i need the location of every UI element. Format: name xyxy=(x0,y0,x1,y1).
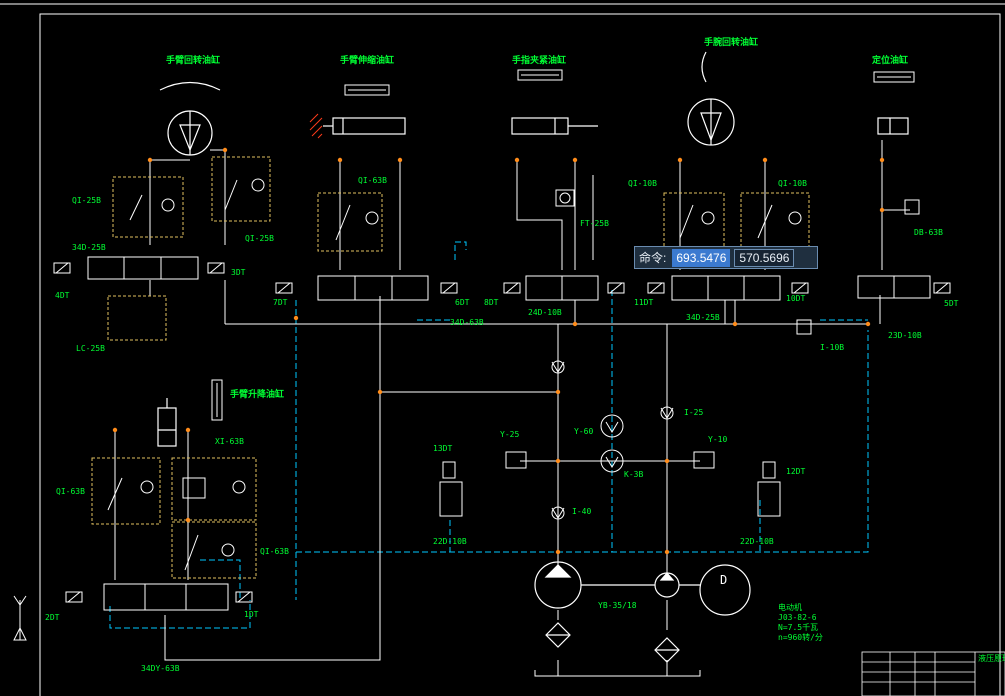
title-block-grid xyxy=(861,651,1005,696)
title-finger-clamp-cylinder: 手指夹紧油缸 xyxy=(512,56,567,66)
label-db63b: DB-63B xyxy=(914,228,943,237)
label-qi63b-mid: QI-63B xyxy=(260,547,289,556)
label-qi10b-b: QI-10B xyxy=(778,179,807,188)
label-5dt: 5DT xyxy=(944,299,959,308)
y-coordinate-input[interactable]: 570.5696 xyxy=(734,248,795,267)
label-22d10b-b: 22D-10B xyxy=(740,537,774,546)
title-arm-extend-cylinder: 手臂伸缩油缸 xyxy=(340,56,395,66)
wall-hatch xyxy=(309,113,323,139)
label-y60: Y-60 xyxy=(574,427,594,436)
label-10dt: 10DT xyxy=(786,294,806,303)
label-7dt: 7DT xyxy=(273,298,288,307)
label-12dt: 12DT xyxy=(786,467,806,476)
label-23d10b: 23D-10B xyxy=(888,331,922,340)
drawing-border xyxy=(0,3,1005,696)
label-24d10b: 24D-10B xyxy=(528,308,562,317)
label-lc25b: LC-25B xyxy=(76,344,105,353)
edge-symbols xyxy=(13,595,27,641)
valve-boxes xyxy=(91,156,810,579)
command-prompt: 命令: xyxy=(639,251,667,265)
label-qi25b-a: QI-25B xyxy=(72,196,101,205)
label-motor-d: D xyxy=(720,573,728,587)
label-qi25b-b: QI-25B xyxy=(245,234,274,243)
label-34d63b: 34D-63B xyxy=(450,318,484,327)
motion-arrows xyxy=(211,69,915,421)
label-ft25b: FT-25B xyxy=(580,219,609,228)
title-arm-rotate-cylinder: 手臂回转油缸 xyxy=(166,56,221,66)
x-coordinate-input[interactable]: 693.5476 xyxy=(672,248,731,267)
label-xi63b: XI-63B xyxy=(215,437,244,446)
label-34dy63b: 34DY-63B xyxy=(141,664,180,673)
label-8dt: 8DT xyxy=(484,298,499,307)
label-34d25b: 34D-25B xyxy=(72,243,106,252)
label-y25: Y-25 xyxy=(500,430,520,439)
rotary-actuators xyxy=(159,51,735,156)
pump-motor xyxy=(534,561,751,663)
label-k3b: K-3B xyxy=(624,470,644,479)
label-2dt: 2DT xyxy=(45,613,60,622)
pressure-lines xyxy=(114,140,910,677)
label-motor-info-1: 电动机 xyxy=(778,603,802,612)
label-motor-info-3: N=7.5千瓦 xyxy=(778,623,819,632)
label-13dt: 13DT xyxy=(433,444,453,453)
label-motor-info-4: n=960转/分 xyxy=(778,633,823,642)
label-34d25b-b: 34D-25B xyxy=(686,313,720,322)
label-qi10b-a: QI-10B xyxy=(628,179,657,188)
label-3dt: 3DT xyxy=(231,268,246,277)
title-wrist-rotate-cylinder: 手腕回转油缸 xyxy=(704,38,759,48)
line-valves xyxy=(505,360,715,520)
title-locate-cylinder: 定位油缸 xyxy=(872,56,909,66)
label-6dt: 6DT xyxy=(455,298,470,307)
junction-nodes xyxy=(112,147,885,555)
label-1dt: 1DT xyxy=(244,610,259,619)
label-i25: I-25 xyxy=(684,408,704,417)
label-qi63b-left: QI-63B xyxy=(56,487,85,496)
label-4dt: 4DT xyxy=(55,291,70,300)
title-arm-lift-cylinder: 手臂升降油缸 xyxy=(230,390,285,400)
label-22d10b-a: 22D-10B xyxy=(433,537,467,546)
label-i40: I-40 xyxy=(572,507,592,516)
pilot-lines xyxy=(109,241,869,629)
check-valves xyxy=(107,178,802,571)
title-block-name: 液压原理 xyxy=(978,654,1005,663)
command-input-tooltip[interactable]: 命令: 693.5476 570.5696 xyxy=(634,246,818,269)
directional-valves xyxy=(87,199,931,611)
cylinders xyxy=(157,117,909,447)
label-y10: Y-10 xyxy=(708,435,728,444)
solenoids xyxy=(53,262,951,603)
label-motor-info-2: J03-82-6 xyxy=(778,613,817,622)
label-pump-yb: YB-35/18 xyxy=(598,601,637,610)
label-qi63b-top: QI-63B xyxy=(358,176,387,185)
label-11dt: 11DT xyxy=(634,298,654,307)
label-i10b: I-10B xyxy=(820,343,845,352)
